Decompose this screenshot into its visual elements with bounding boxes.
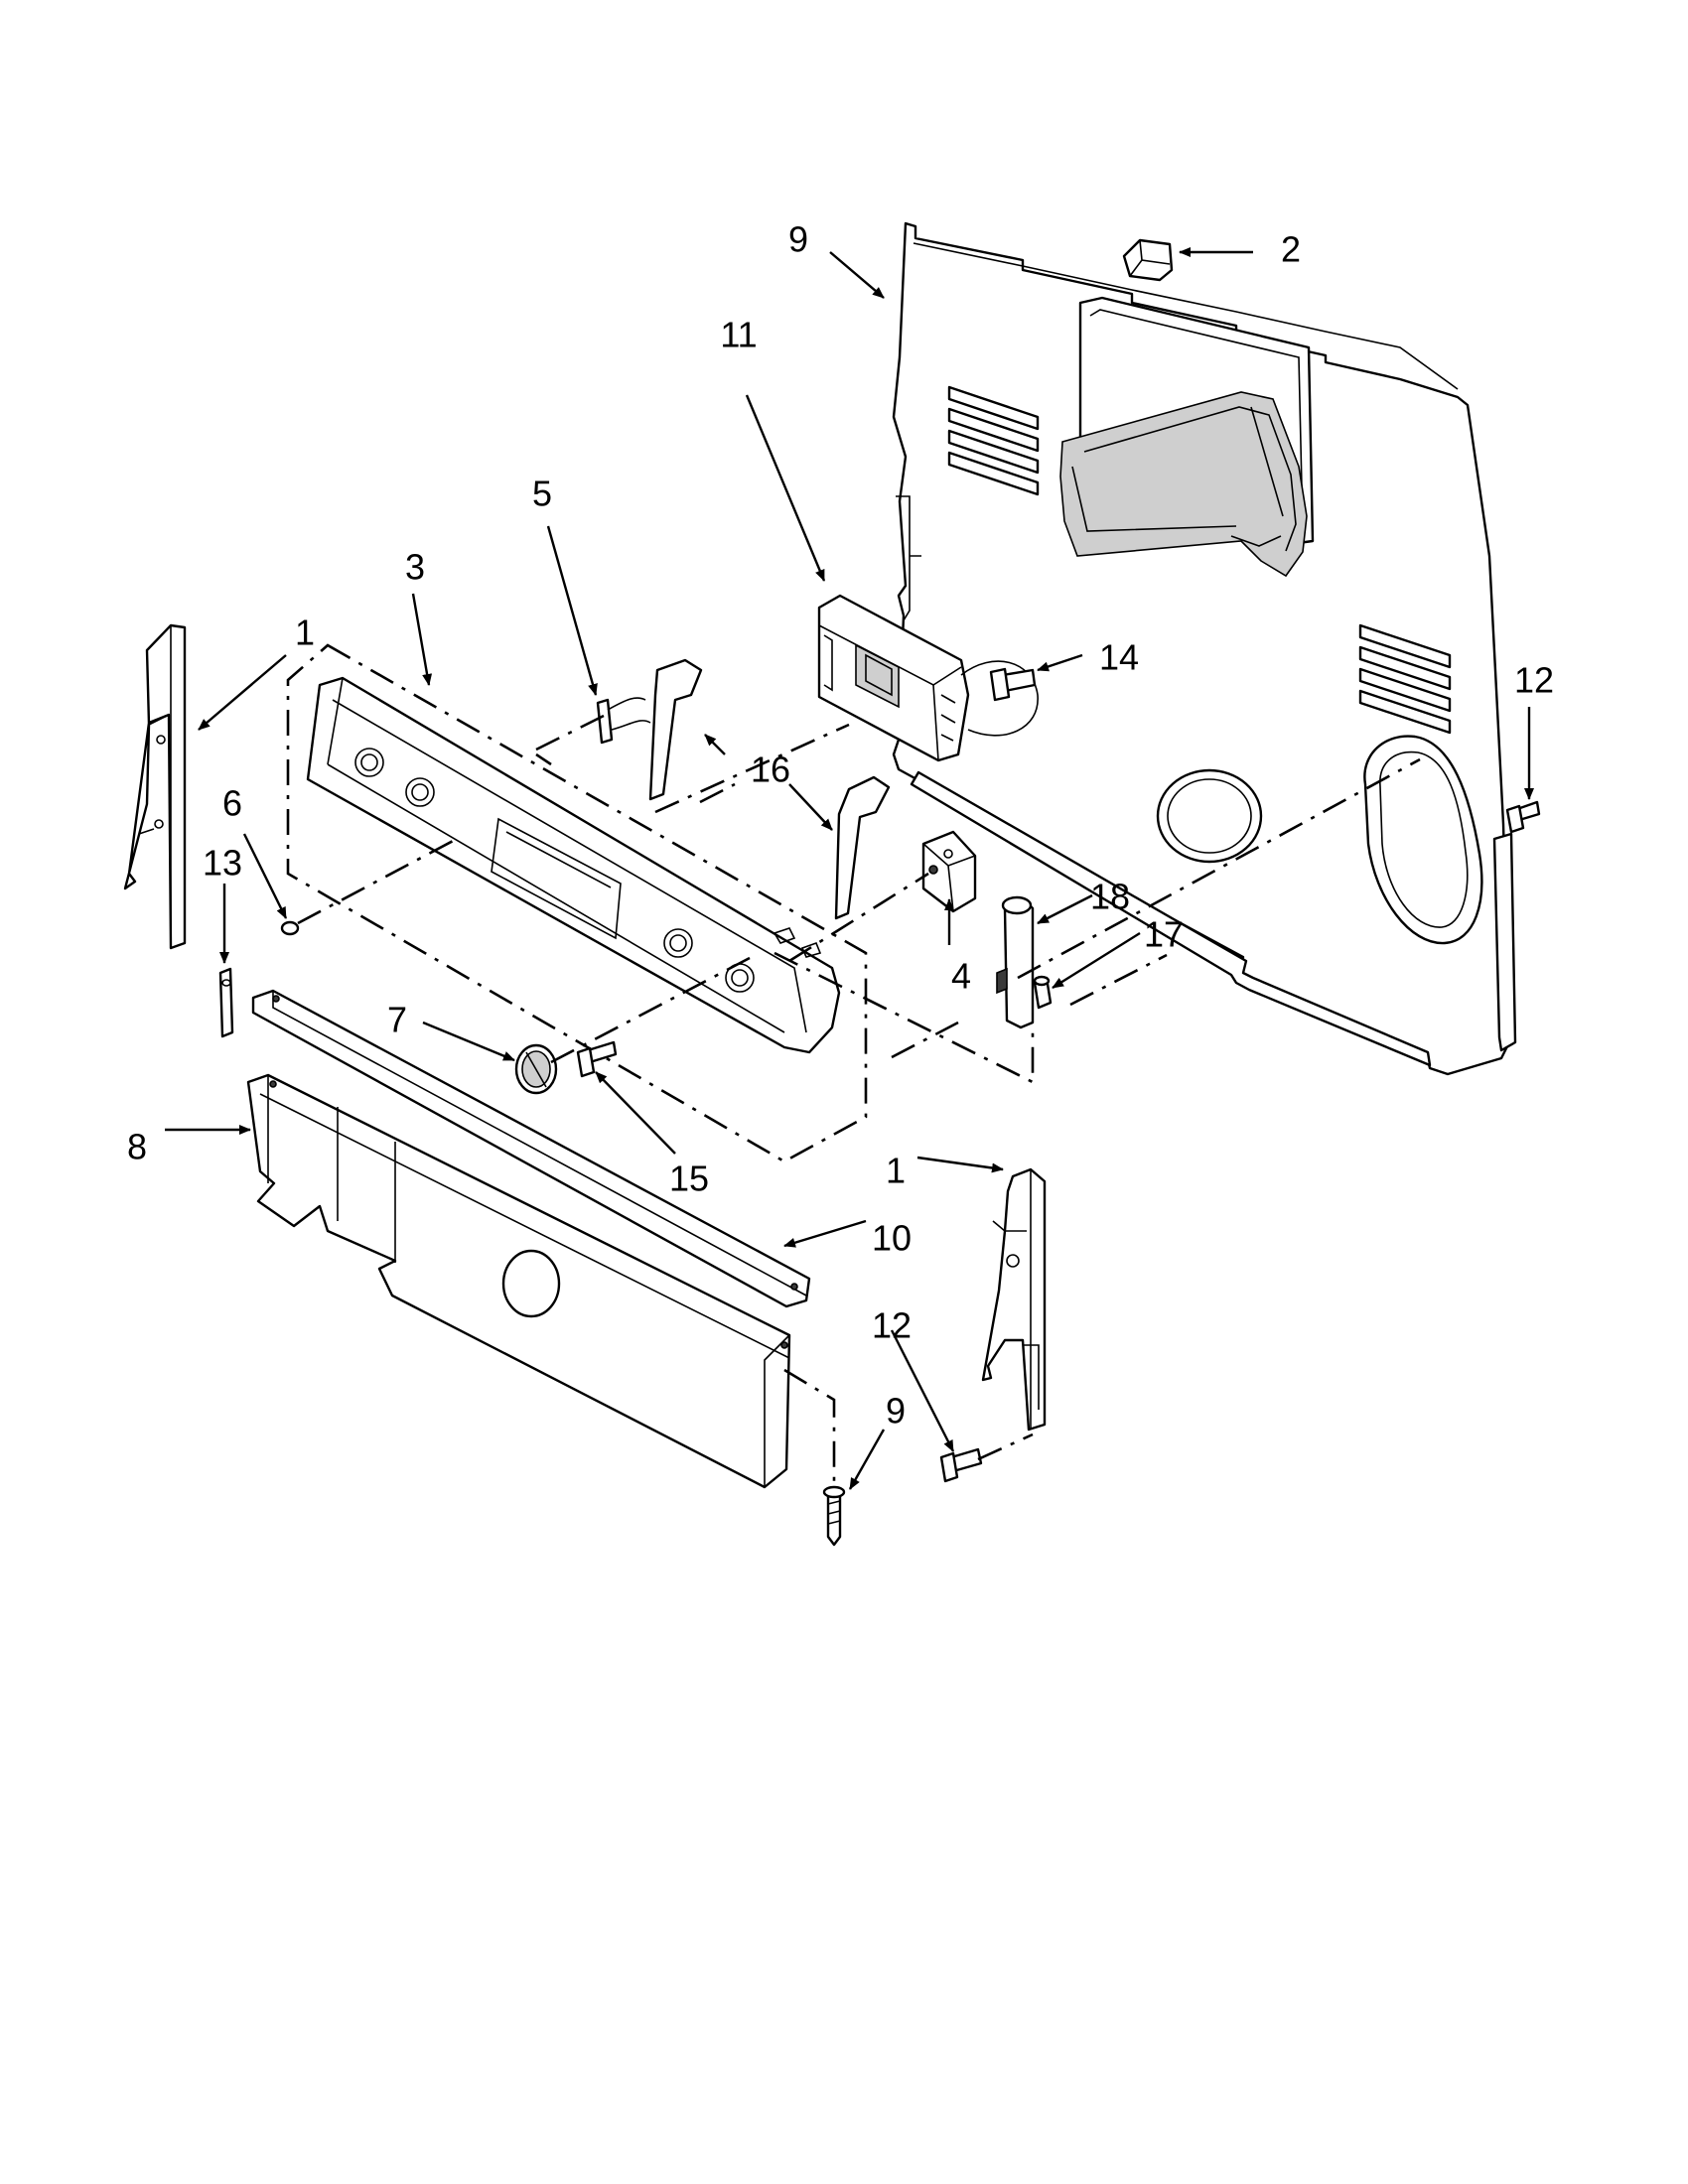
- callout-17: 17: [1144, 914, 1184, 955]
- callout-labels: 9 2 11 5 3 1 14 12 16 6 13 18 17 4 7 15 …: [127, 219, 1554, 1432]
- sensor-17: [1033, 975, 1053, 1010]
- callout-16: 16: [751, 750, 790, 790]
- callout-9-lower: 9: [886, 1391, 906, 1432]
- clip-part: [1122, 238, 1174, 282]
- callout-12-right: 12: [1514, 660, 1554, 701]
- screw-12-right: [1505, 800, 1541, 834]
- callout-3: 3: [405, 547, 425, 588]
- callout-15: 15: [669, 1159, 709, 1199]
- callout-9-top: 9: [788, 219, 808, 260]
- leader-arrows: [165, 247, 1534, 1490]
- side-trim-right: [981, 1167, 1047, 1432]
- callout-10: 10: [872, 1218, 912, 1259]
- control-console: [306, 676, 841, 1054]
- callout-8: 8: [127, 1127, 147, 1167]
- console-strip-lower: [834, 775, 891, 920]
- callout-2: 2: [1281, 229, 1301, 270]
- sensor-18: [996, 895, 1035, 1029]
- clip-13: [218, 967, 234, 1038]
- callout-4: 4: [951, 956, 971, 997]
- vent-louvers-top: [947, 385, 1040, 496]
- screw-12-lower: [939, 1447, 983, 1483]
- console-dashed-outline: [286, 643, 868, 1163]
- screw-6: [280, 920, 300, 936]
- rear-panel: [892, 221, 1517, 1076]
- wire-harness: [596, 697, 651, 745]
- console-strip-upper: [648, 658, 703, 801]
- vent-louvers-right: [1358, 623, 1452, 735]
- callout-13: 13: [203, 843, 242, 884]
- screw-9-lower: [822, 1485, 846, 1547]
- front-trim-bar: [251, 989, 811, 1308]
- callout-12-lower: 12: [872, 1305, 912, 1346]
- callout-1-left: 1: [295, 613, 315, 653]
- callout-1-right: 1: [886, 1151, 906, 1191]
- callout-11: 11: [720, 315, 757, 355]
- manifold-panel: [246, 1073, 791, 1489]
- assembly-lines: [297, 713, 1421, 1484]
- callout-14: 14: [1099, 637, 1139, 678]
- control-knob: [514, 1043, 558, 1095]
- screw-15: [576, 1040, 618, 1078]
- terminal-block: [921, 830, 977, 913]
- electronic-control: [817, 594, 1039, 762]
- side-trim-left: [123, 623, 187, 950]
- callout-5: 5: [532, 474, 552, 514]
- screw-14: [989, 667, 1037, 702]
- callout-6: 6: [222, 783, 242, 824]
- callout-7: 7: [387, 1000, 407, 1040]
- callout-18: 18: [1090, 877, 1130, 917]
